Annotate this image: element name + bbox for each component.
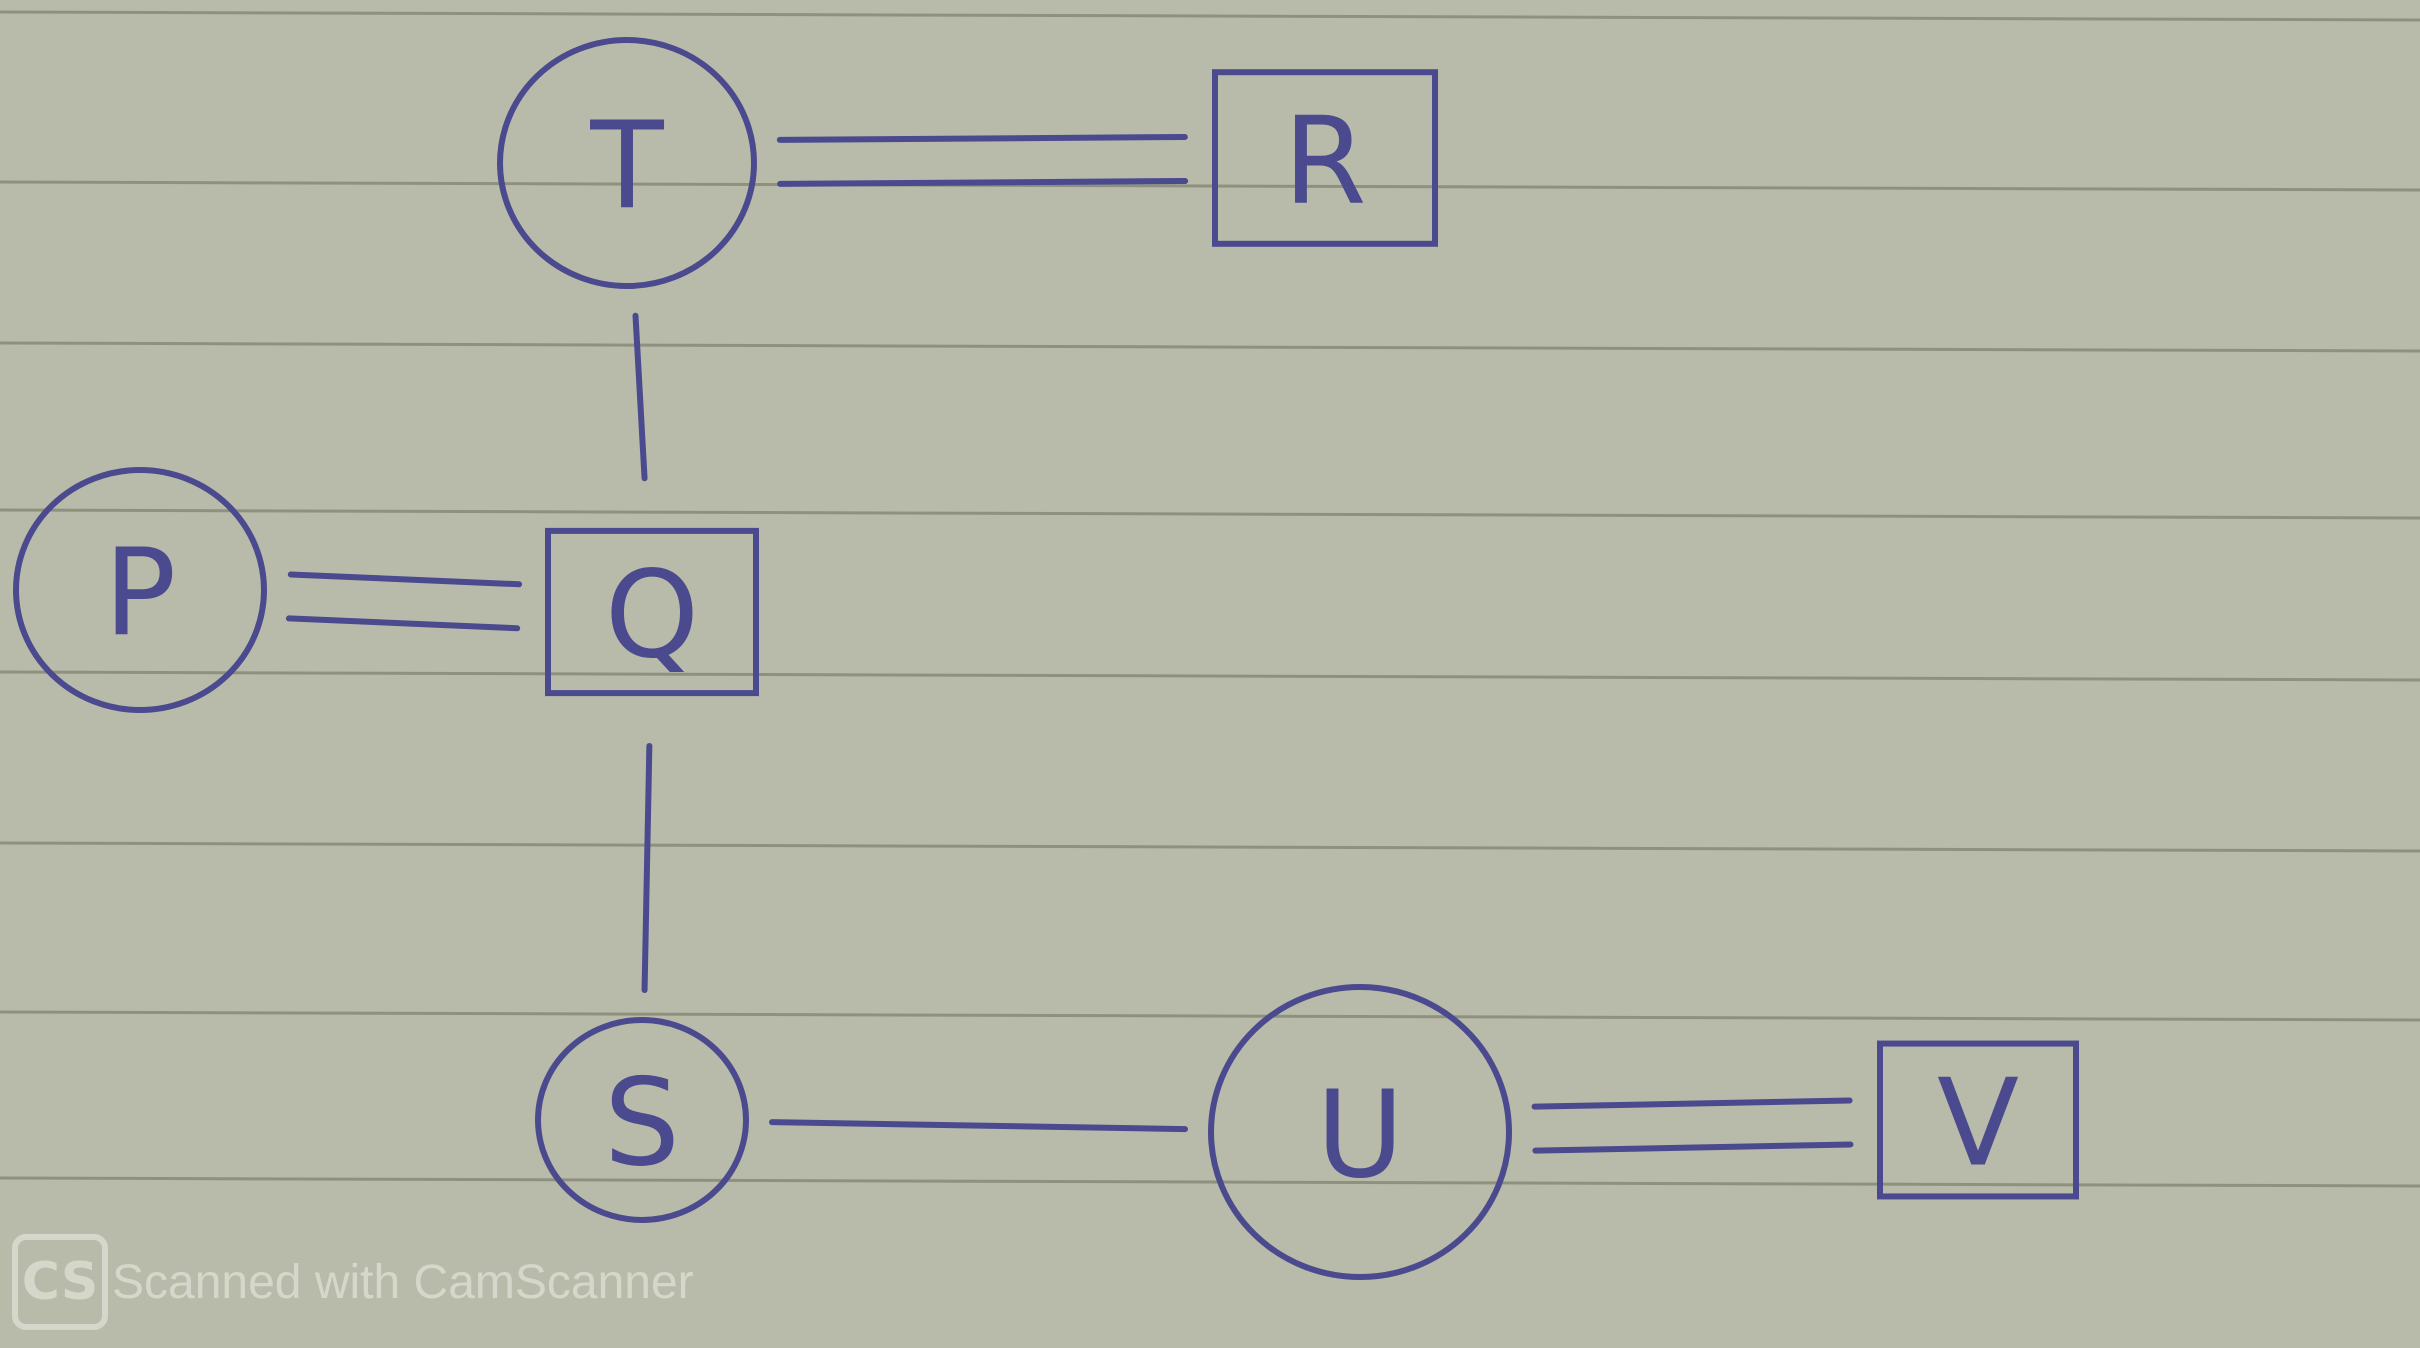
node-v: V — [1877, 1040, 2079, 1200]
diagram-nodes: T R P Q S U V — [13, 37, 2079, 1280]
rule-line — [0, 341, 2420, 353]
edge-stroke — [632, 312, 648, 482]
rule-line — [0, 841, 2420, 853]
diagram-edges — [285, 134, 1854, 1154]
edge-stroke — [285, 615, 521, 632]
node-label: S — [604, 1055, 680, 1194]
node-u: U — [1208, 984, 1512, 1280]
edge-stroke — [641, 742, 653, 994]
node-r: R — [1212, 69, 1438, 247]
rule-line — [0, 10, 2420, 22]
node-label: U — [1316, 1067, 1404, 1206]
node-label: V — [1937, 1055, 2019, 1194]
rule-line — [0, 180, 2420, 192]
node-box — [1877, 1040, 2079, 1200]
notebook-rule-lines — [0, 10, 2420, 1188]
node-label: Q — [605, 547, 699, 686]
node-box — [545, 527, 759, 697]
edge-stroke — [777, 178, 1189, 187]
rule-line — [0, 670, 2420, 682]
edge-stroke — [287, 571, 523, 588]
camscanner-logo-icon: CS — [12, 1234, 108, 1330]
node-p: P — [13, 467, 267, 713]
rule-line — [0, 1010, 2420, 1022]
node-t: T — [497, 37, 757, 289]
node-label: T — [589, 98, 664, 237]
node-circle — [13, 467, 267, 713]
node-box — [1212, 69, 1438, 247]
edge-stroke — [1531, 1097, 1853, 1110]
edge-t-r — [776, 134, 1189, 187]
edge-p-q — [285, 571, 523, 632]
node-circle — [497, 37, 757, 289]
edge-stroke — [1532, 1141, 1854, 1154]
watermark-text: Scanned with CamScanner — [112, 1255, 694, 1309]
node-circle — [1208, 984, 1512, 1280]
node-label: P — [104, 525, 176, 664]
rule-line — [0, 508, 2420, 520]
edge-stroke — [768, 1119, 1189, 1133]
edge-s-u — [768, 1119, 1189, 1133]
edge-u-v — [1531, 1097, 1854, 1154]
edge-q-s — [641, 742, 653, 994]
node-circle — [535, 1017, 749, 1223]
node-s: S — [535, 1017, 749, 1223]
rule-line — [0, 1176, 2420, 1188]
node-label: R — [1283, 93, 1366, 232]
edge-stroke — [776, 134, 1188, 143]
camscanner-watermark: CS Scanned with CamScanner — [12, 1234, 694, 1330]
node-q: Q — [545, 527, 759, 697]
edge-t-q — [632, 312, 648, 482]
